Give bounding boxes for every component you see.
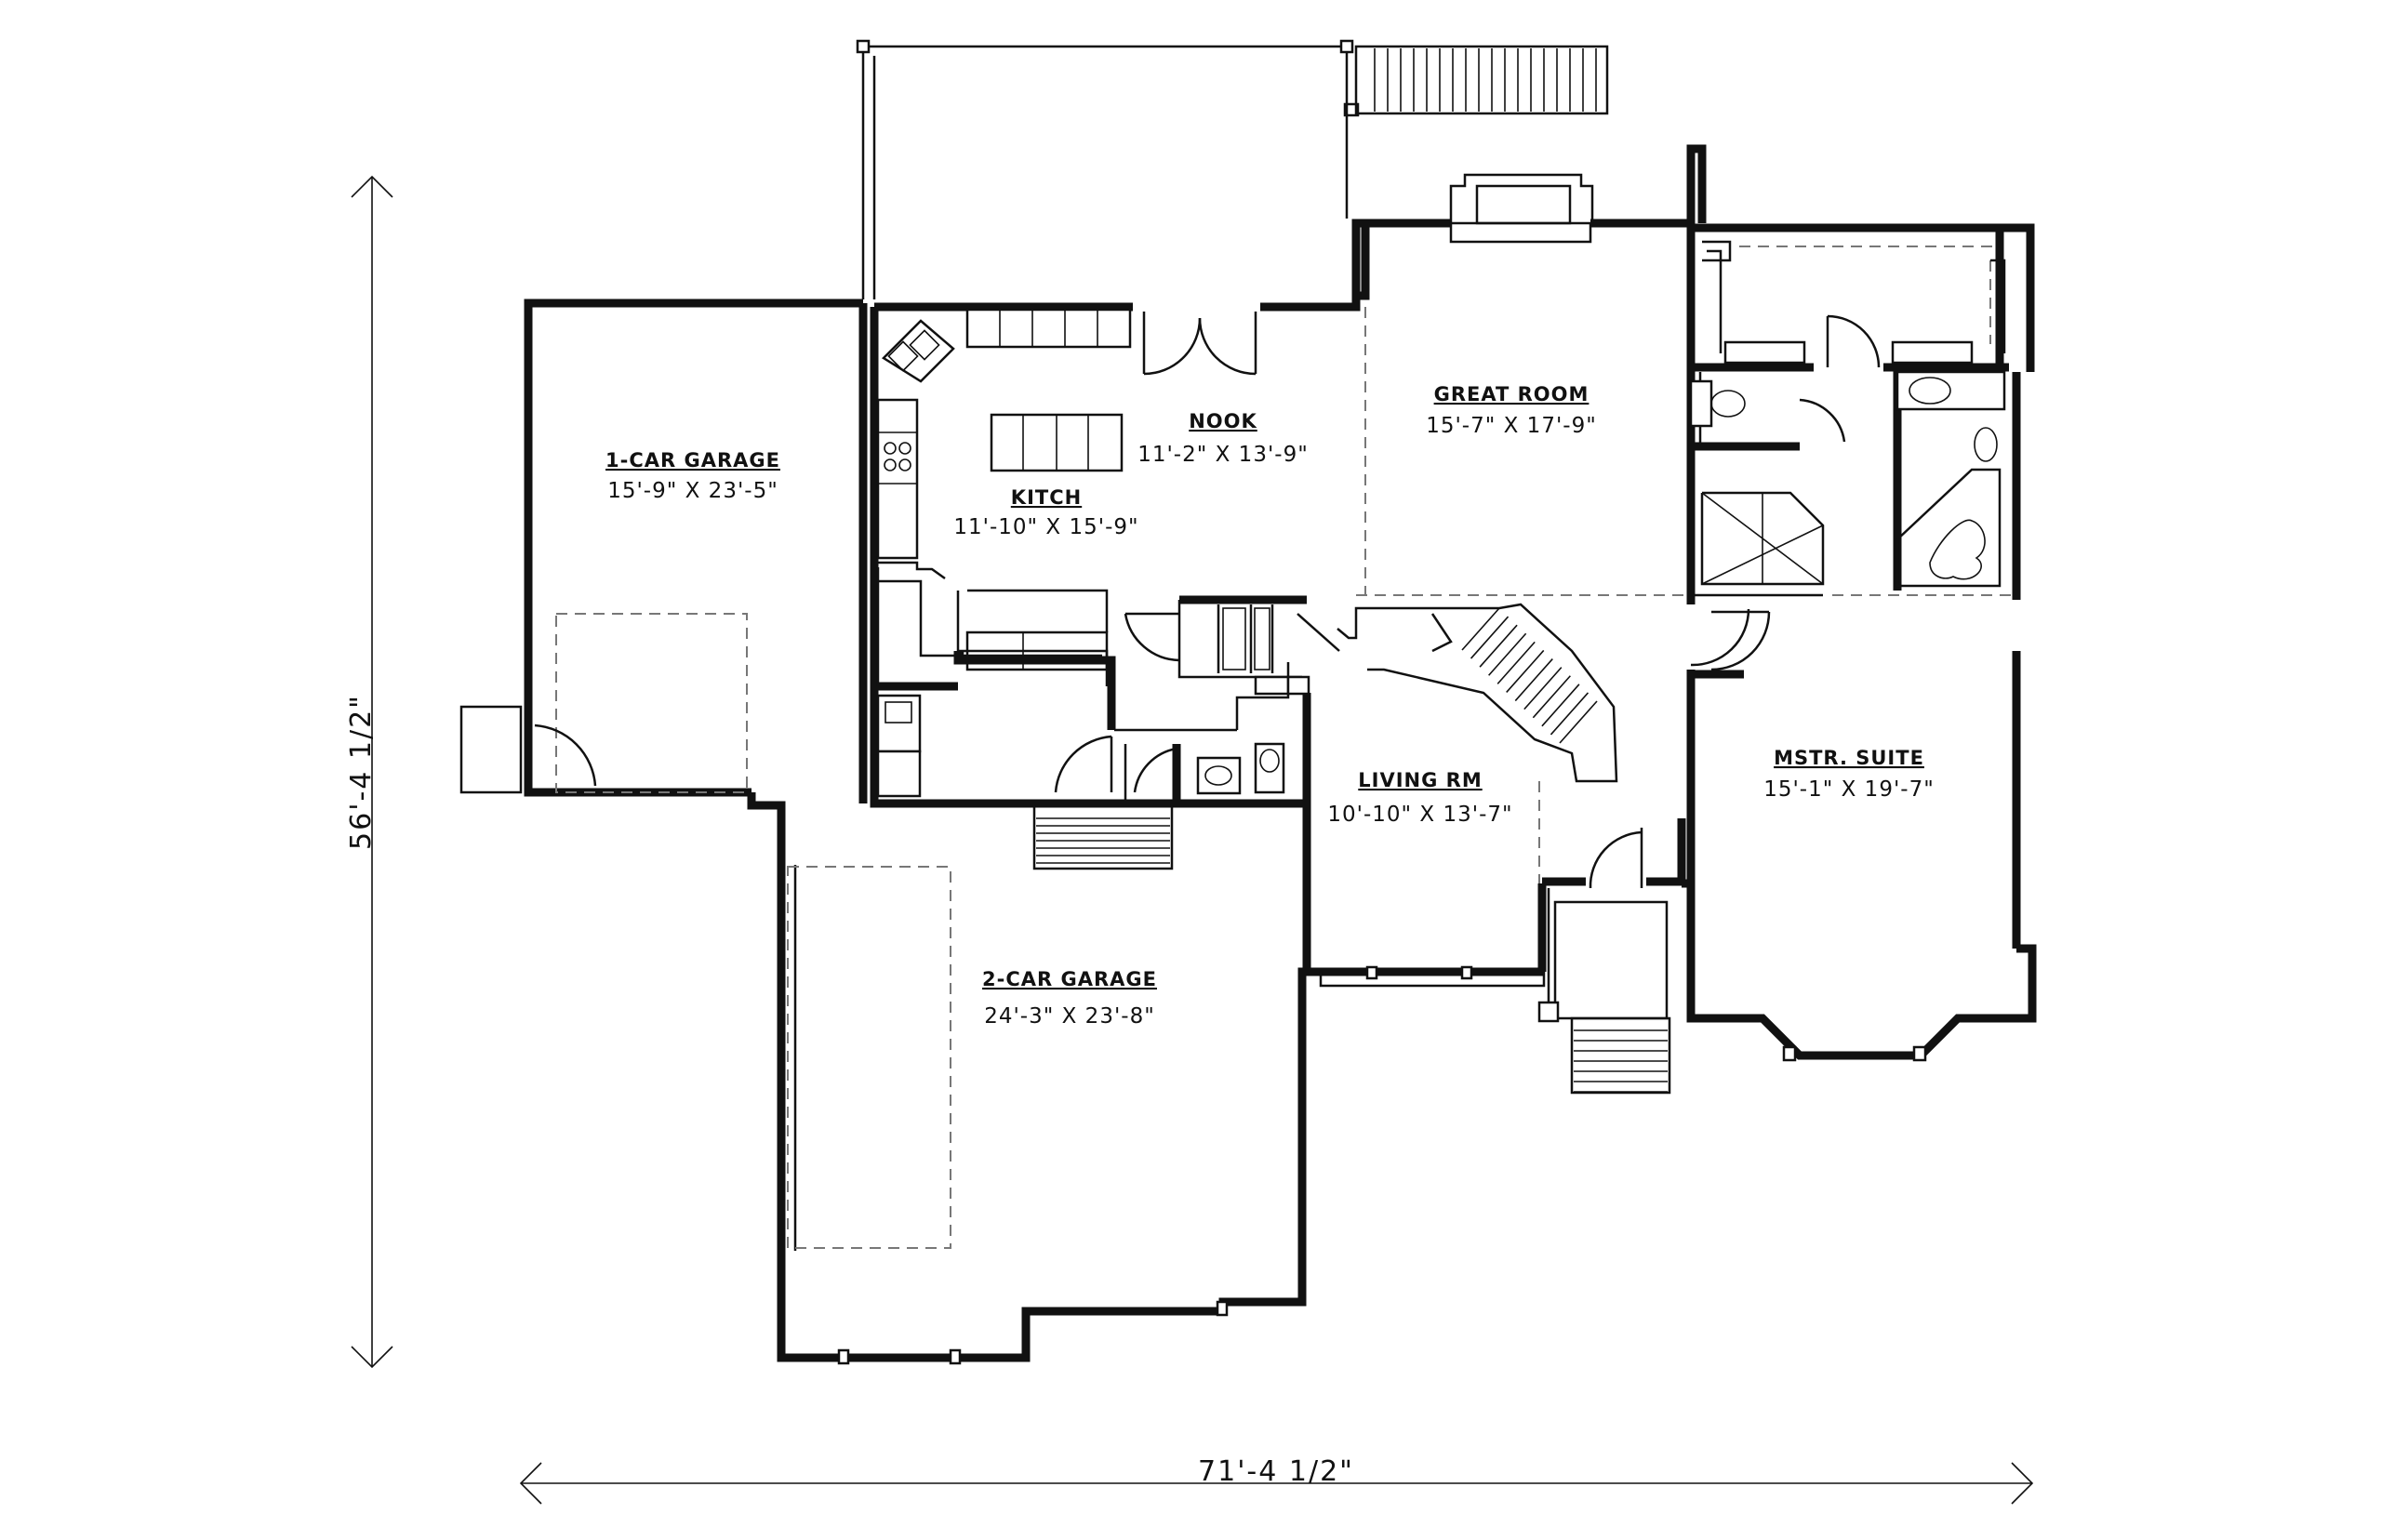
overall-width-label: 71'-4 1/2": [1198, 1455, 1354, 1488]
living-room-name: LIVING RM: [1358, 769, 1482, 791]
master-suite-walls: [1682, 144, 2037, 1062]
garage-1-walls: [459, 299, 868, 803]
kitchen-dims: 11'-10" X 15'-9": [953, 515, 1138, 539]
overall-depth-label: 56'-4 1/2": [345, 694, 378, 850]
great-room-name: GREAT ROOM: [1434, 383, 1590, 405]
garage-2-walls: [747, 792, 1307, 1365]
kitchen-name: KITCH: [1011, 486, 1082, 509]
kitchen-fixtures: [876, 308, 1132, 686]
master-bath: [1686, 240, 2014, 597]
nook-name: NOOK: [1189, 410, 1257, 432]
garage-2-name: 2-CAR GARAGE: [982, 968, 1157, 990]
living-room-walls: [1302, 693, 1547, 988]
rear-deck-stair: [1343, 45, 1609, 117]
living-room-dims: 10'-10" X 13'-7": [1327, 803, 1512, 827]
great-room-dims: 15'-7" X 17'-9": [1426, 414, 1597, 438]
main-house-walls: [870, 173, 1696, 808]
rear-deck: [856, 39, 1354, 299]
nook-doors: [1142, 312, 1257, 376]
width-dimension-line: [519, 1462, 2034, 1505]
garage-1-name: 1-CAR GARAGE: [605, 449, 780, 471]
depth-dimension-line: [351, 175, 393, 1369]
master-suite-dims: 15'-1" X 19'-7": [1763, 777, 1935, 802]
entry: [1537, 818, 1686, 1095]
garage-2-dims: 24'-3" X 23'-8": [984, 1004, 1155, 1029]
utility-walls: [876, 649, 1290, 805]
garage-1-dims: 15'-9" X 23'-5": [607, 479, 778, 503]
main-stair: [1337, 603, 1618, 783]
master-suite-name: MSTR. SUITE: [1774, 747, 1924, 769]
hall-closets: [1124, 595, 1340, 696]
nook-dims: 11'-2" X 13'-9": [1137, 443, 1309, 467]
